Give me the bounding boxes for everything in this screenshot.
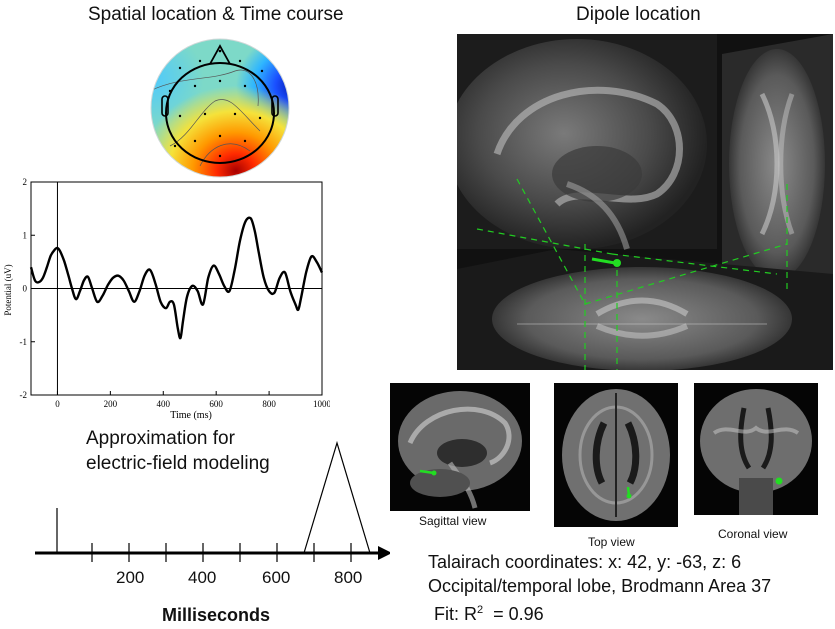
y-tick-label: 2 bbox=[23, 178, 28, 187]
x-tick-label: 1000 bbox=[313, 399, 330, 409]
y-tick-label: 0 bbox=[23, 284, 28, 294]
coronal-view-image bbox=[694, 383, 818, 515]
chart-series-line bbox=[29, 216, 324, 340]
y-tick-label: -2 bbox=[20, 390, 28, 400]
approx-tick-800: 800 bbox=[334, 568, 363, 587]
approx-tick-600: 600 bbox=[262, 568, 291, 587]
approx-tick-200: 200 bbox=[116, 568, 145, 587]
sagittal-view-caption: Sagittal view bbox=[419, 514, 487, 528]
approx-x-axis-label: Milliseconds bbox=[162, 605, 271, 625]
x-tick-label: 400 bbox=[157, 399, 171, 409]
talairach-coordinates: Talairach coordinates: x: 42, y: -63, z:… bbox=[428, 552, 742, 572]
sagittal-view-image bbox=[390, 383, 530, 511]
fit-statistic: Fit: R2 = 0.96 bbox=[434, 600, 544, 625]
top-view-image bbox=[554, 383, 678, 527]
left-panel-title: Spatial location & Time course bbox=[88, 4, 344, 25]
time-axis-arrowhead bbox=[378, 546, 390, 560]
x-tick-label: 0 bbox=[55, 399, 60, 409]
dipole-3d-render bbox=[457, 34, 833, 370]
y-tick-label: -1 bbox=[20, 337, 28, 347]
scalp-topography-map bbox=[150, 38, 290, 178]
chart-x-axis-label: Time (ms) bbox=[170, 410, 212, 421]
time-course-chart: 0 200 400 600 800 1000 -2 -1 0 1 2 Time (ms) Poten… bbox=[3, 178, 330, 421]
chart-y-axis-label: Potential (uV) bbox=[3, 264, 13, 315]
fit-prefix: Fit: R bbox=[434, 604, 477, 624]
top-view-caption: Top view bbox=[588, 535, 635, 549]
x-tick-label: 800 bbox=[262, 399, 276, 409]
coronal-view-caption: Coronal view bbox=[718, 527, 788, 541]
right-panel-title: Dipole location bbox=[576, 4, 701, 25]
x-tick-label: 200 bbox=[104, 399, 118, 409]
approximation-diagram bbox=[35, 440, 390, 562]
fit-value: = 0.96 bbox=[493, 604, 544, 624]
approx-tick-400: 400 bbox=[188, 568, 217, 587]
approx-title-line-2: electric-field modeling bbox=[86, 453, 270, 474]
y-tick-label: 1 bbox=[23, 230, 28, 240]
brain-region: Occipital/temporal lobe, Brodmann Area 3… bbox=[428, 576, 772, 596]
approximation-triangle bbox=[303, 440, 371, 554]
fit-superscript: 2 bbox=[477, 604, 484, 616]
approx-title-line-1: Approximation for bbox=[86, 428, 235, 449]
x-tick-label: 600 bbox=[209, 399, 223, 409]
dipole-marker bbox=[613, 259, 621, 267]
